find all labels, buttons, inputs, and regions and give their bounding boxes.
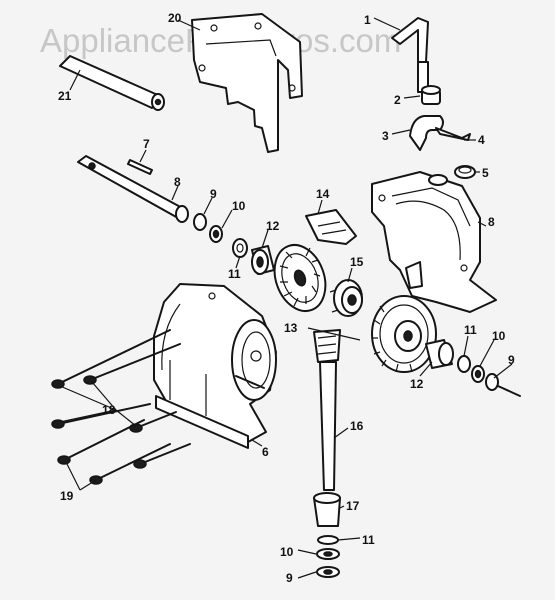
callout-7: 7 (143, 137, 150, 151)
washer-set-bottom (316, 535, 340, 578)
callout-2: 2 (394, 93, 401, 107)
part-13-bevel-gear (273, 244, 327, 312)
callout-1: 1 (364, 13, 371, 27)
screw-set-19 (57, 419, 171, 485)
callout-9-bottom: 9 (286, 571, 293, 585)
callout-21: 21 (58, 89, 72, 103)
part-7-key (127, 159, 153, 175)
washer-9 (193, 213, 207, 231)
part-20-mounting-bracket (191, 13, 303, 153)
callout-10-right: 10 (492, 329, 506, 343)
part-4-clip (435, 127, 471, 141)
callout-17: 17 (346, 499, 360, 513)
callout-11-right: 11 (464, 323, 477, 337)
callout-20: 20 (168, 11, 182, 25)
callout-12-upper: 12 (266, 219, 280, 233)
motor-housing (153, 283, 277, 449)
part-14-wedge-block (305, 209, 357, 245)
washer-set-lower-right (457, 355, 521, 397)
drive-gear (371, 295, 437, 373)
callout-15: 15 (350, 255, 364, 269)
callout-10-upper: 10 (232, 199, 246, 213)
callout-3: 3 (382, 129, 389, 143)
leader-lines (59, 17, 513, 579)
callout-labels: 20 1 21 2 3 4 5 7 8 8 9 10 14 12 11 15 1… (58, 11, 515, 585)
callout-16: 16 (350, 419, 364, 433)
callout-14: 14 (316, 187, 330, 201)
callout-6: 6 (262, 445, 269, 459)
part-17-sleeve (313, 492, 341, 527)
callout-19: 19 (60, 489, 74, 503)
callout-9-right: 9 (508, 353, 515, 367)
part-16-vertical-shaft (319, 361, 337, 491)
callout-18: 18 (102, 403, 116, 417)
part-21-rod (59, 55, 165, 111)
part-15-coupler (329, 279, 363, 317)
callout-8-housing: 8 (488, 215, 495, 229)
callout-8-shaft: 8 (174, 175, 181, 189)
part-6-gear-housing (371, 171, 497, 313)
callout-11-upper: 11 (228, 267, 241, 281)
washer-11-right (457, 355, 471, 373)
callout-12-lower: 12 (410, 377, 424, 391)
part-12-bushing-upper (251, 245, 275, 275)
part-2-bushing (421, 85, 441, 105)
callout-10-bottom: 10 (280, 545, 294, 559)
washer-9-right (485, 373, 499, 391)
part-3-shift-fork (409, 115, 444, 151)
callout-13: 13 (284, 321, 298, 335)
part-8-shaft (77, 155, 189, 223)
callout-4: 4 (478, 133, 485, 147)
washer-11-bottom (317, 535, 339, 545)
screw-set-18 (51, 329, 191, 469)
callout-11-bottom: 11 (362, 533, 375, 547)
callout-5: 5 (482, 166, 489, 180)
part-1-handle-lever (391, 17, 429, 93)
part-12-bushing-lower (425, 339, 454, 369)
callout-9-upper: 9 (210, 187, 217, 201)
part-5-cap (454, 165, 476, 179)
washer-set-upper (193, 213, 248, 258)
pinion-gear (313, 329, 341, 363)
washer-11 (232, 238, 248, 258)
